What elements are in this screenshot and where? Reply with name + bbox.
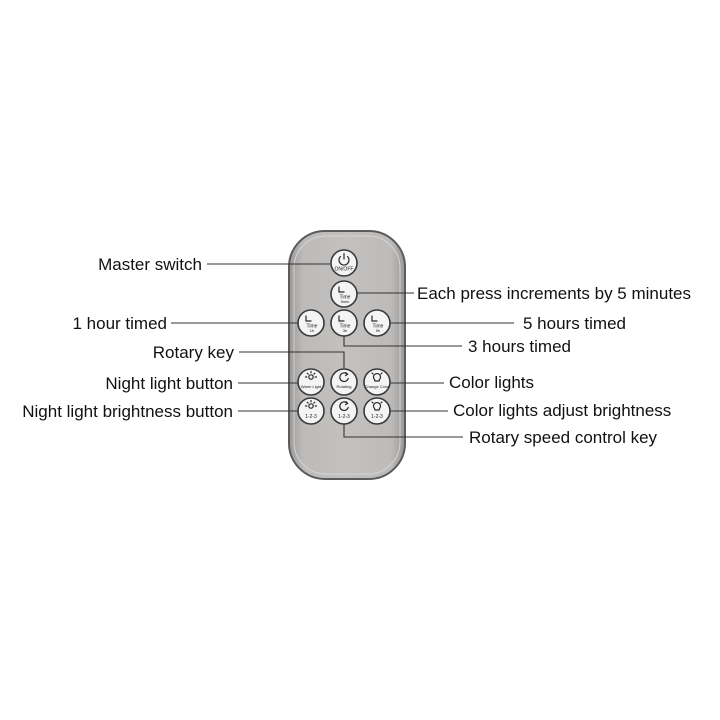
svg-text:1-2-3: 1-2-3 [338, 414, 350, 420]
leader-lines [171, 263, 514, 438]
label-five-hours: 5 hours timed [523, 314, 626, 333]
svg-text:Time: Time [340, 295, 351, 301]
clock-icon [338, 315, 345, 322]
sun-icon [304, 399, 318, 409]
svg-text:Time: Time [373, 324, 384, 330]
bulb-icon [371, 372, 383, 382]
clock-icon [305, 315, 312, 322]
clock-icon [371, 315, 378, 322]
label-rotary-key: Rotary key [153, 343, 235, 362]
timer-5min-button[interactable]: Time 5min [330, 280, 358, 308]
leader-rotary-key [239, 351, 345, 368]
rotary-speed-button[interactable]: 1-2-3 [330, 397, 358, 425]
svg-text:ON/OFF: ON/OFF [335, 267, 354, 273]
color-lights-brightness-button[interactable]: 1-2-3 [363, 397, 391, 425]
svg-text:3h: 3h [343, 328, 347, 333]
leader-rotary-speed [343, 424, 463, 438]
svg-text:1h: 1h [310, 328, 314, 333]
svg-text:5h: 5h [376, 328, 380, 333]
label-rotary-speed: Rotary speed control key [469, 428, 658, 447]
rotate-icon [339, 401, 349, 412]
svg-text:5min: 5min [341, 299, 350, 304]
timer-3h-button[interactable]: Time 3h [330, 309, 358, 337]
timer-5h-button[interactable]: Time 5h [363, 309, 391, 337]
svg-text:Rotating: Rotating [337, 384, 352, 389]
label-night-light-button: Night light button [105, 374, 233, 393]
svg-text:Change Color: Change Color [365, 384, 390, 389]
remote-body-highlight [293, 235, 401, 475]
color-lights-button[interactable]: Change Color [363, 368, 391, 396]
leader-three-hours [343, 334, 462, 347]
night-light-button[interactable]: Warm Light [297, 368, 325, 396]
label-master-switch: Master switch [98, 255, 202, 274]
power-icon [338, 252, 350, 266]
remote-buttons: ON/OFF Time 5min Time 1h Time [297, 249, 391, 425]
clock-icon [338, 286, 345, 293]
bulb-icon [371, 401, 383, 411]
night-light-brightness-button[interactable]: 1-2-3 [297, 397, 325, 425]
label-one-hour: 1 hour timed [73, 314, 168, 333]
label-color-lights-brightness: Color lights adjust brightness [453, 401, 671, 420]
sun-icon [304, 370, 318, 380]
label-three-hours: 3 hours timed [468, 337, 571, 356]
rotary-key-button[interactable]: Rotating [330, 368, 358, 396]
svg-text:1-2-3: 1-2-3 [305, 414, 317, 420]
power-button[interactable]: ON/OFF [330, 249, 358, 277]
timer-1h-button[interactable]: Time 1h [297, 309, 325, 337]
svg-text:Time: Time [307, 324, 318, 330]
svg-text:1-2-3: 1-2-3 [371, 414, 383, 420]
label-color-lights: Color lights [449, 373, 534, 392]
svg-text:Time: Time [340, 324, 351, 330]
label-each-press: Each press increments by 5 minutes [417, 284, 691, 303]
label-night-light-brightness: Night light brightness button [22, 402, 233, 421]
callout-labels: Master switch Each press increments by 5… [22, 255, 691, 447]
svg-text:Warm Light: Warm Light [301, 384, 322, 389]
rotate-icon [339, 372, 349, 383]
